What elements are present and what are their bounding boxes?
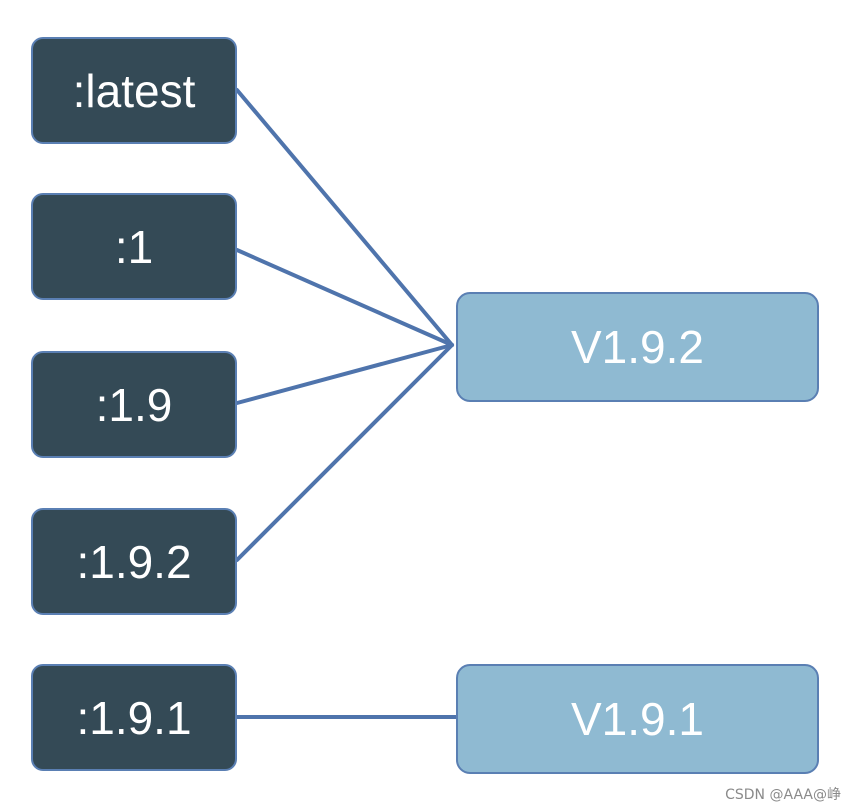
version-v1-9-1: V1.9.1 xyxy=(456,664,819,774)
version-v1-9-1-label: V1.9.1 xyxy=(571,693,704,745)
tag-1-9-1: :1.9.1 xyxy=(31,664,237,771)
connector-v192-2 xyxy=(235,343,454,405)
tag-1-label: :1 xyxy=(114,220,154,273)
connector-v192-0 xyxy=(235,88,454,347)
tag-1-9: :1.9 xyxy=(31,351,237,458)
version-v1-9-2-label: V1.9.2 xyxy=(571,321,704,373)
tag-1: :1 xyxy=(31,193,237,300)
connector-v192-1 xyxy=(235,248,454,347)
tag-1-9-label: :1.9 xyxy=(95,378,173,431)
watermark: CSDN @AAA@峥 xyxy=(725,787,841,803)
version-v1-9-2: V1.9.2 xyxy=(456,292,819,402)
tag-1-9-2: :1.9.2 xyxy=(31,508,237,615)
connector-v192-3 xyxy=(235,343,454,562)
tag-1-9-1-label: :1.9.1 xyxy=(76,691,192,744)
tag-latest-label: :latest xyxy=(72,64,196,117)
tag-latest: :latest xyxy=(31,37,237,144)
tag-1-9-2-label: :1.9.2 xyxy=(76,535,192,588)
